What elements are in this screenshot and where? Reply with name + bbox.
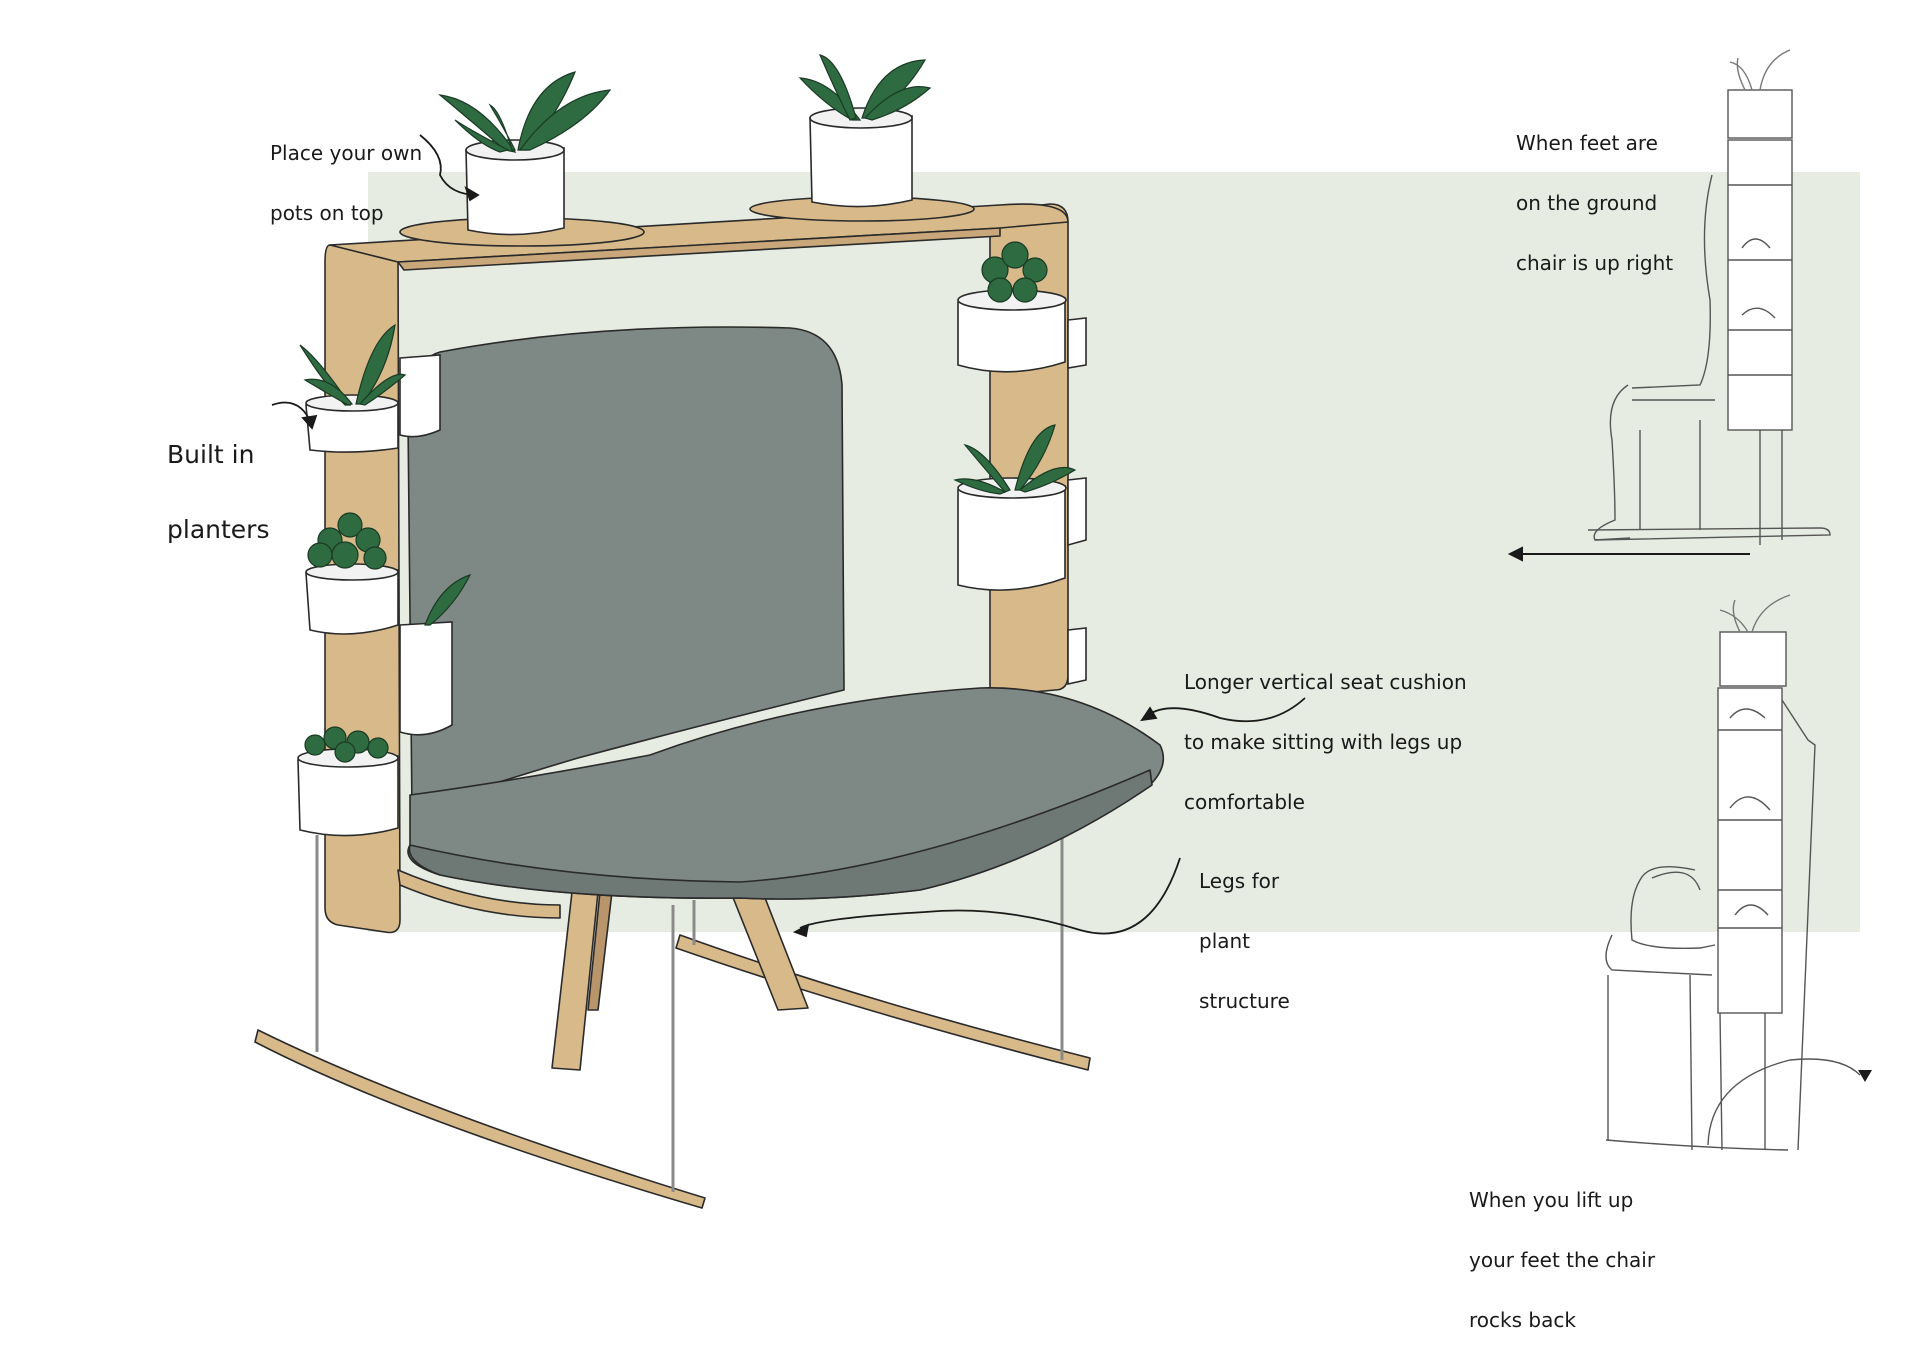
label-legs-line-1: Legs for [1199, 869, 1280, 893]
label-built-in-planters: Built in planters [167, 392, 269, 567]
planter-left-1 [305, 394, 399, 453]
label-seat-cushion: Longer vertical seat cushion to make sit… [1184, 632, 1467, 832]
label-legs: Legs for plant structure [1199, 831, 1290, 1031]
leader-cushion [1147, 697, 1306, 723]
label-pots-line-1: Place your own [270, 141, 423, 165]
label-cushion-line-3: comfortable [1184, 790, 1305, 814]
label-cushion-line-1: Longer vertical seat cushion [1184, 670, 1467, 694]
label-lift-line-2: your feet the chair [1469, 1248, 1656, 1272]
top-pot-right [809, 107, 913, 208]
label-planters-line-1: Built in [167, 440, 255, 469]
label-ground-line-1: When feet are [1516, 131, 1658, 155]
label-legs-line-3: structure [1199, 989, 1290, 1013]
label-lift-feet: When you lift up your feet the chair roc… [1469, 1150, 1655, 1350]
planter-left-2 [305, 563, 399, 635]
rocker-left [254, 1029, 706, 1209]
label-ground-line-3: chair is up right [1516, 251, 1674, 275]
metal-legs [315, 818, 1064, 1192]
arrow-rock-back [1858, 1070, 1872, 1082]
leader-legs [799, 857, 1181, 935]
label-lift-line-1: When you lift up [1469, 1188, 1634, 1212]
label-pots-line-2: pots on top [270, 201, 384, 225]
label-planters-line-2: planters [167, 515, 270, 544]
top-pot-left [465, 139, 565, 236]
planter-right-2 [957, 477, 1067, 591]
label-ground-line-2: on the ground [1516, 191, 1658, 215]
side-view-upright [1587, 49, 1831, 545]
label-legs-line-2: plant [1199, 929, 1251, 953]
label-cushion-line-2: to make sitting with legs up [1184, 730, 1463, 754]
label-feet-on-ground: When feet are on the ground chair is up … [1516, 93, 1673, 293]
planter-left-inner-2 [399, 621, 453, 736]
foliage-main [299, 54, 1077, 763]
planter-right-side [1067, 317, 1087, 685]
side-view-rocked [1605, 594, 1861, 1151]
leader-lines [271, 134, 1306, 938]
leader-pots [419, 134, 479, 196]
arrow-left [1507, 546, 1750, 562]
chair-illustration [254, 49, 1872, 1209]
label-pots-on-top: Place your own pots on top [270, 103, 422, 243]
planter-left-inner-1 [399, 354, 441, 438]
rocker-right [675, 934, 1091, 1071]
label-lift-line-3: rocks back [1469, 1308, 1576, 1332]
planter-right-1 [957, 289, 1067, 373]
concept-sketch: Place your own pots on top Built in plan… [167, 49, 1872, 1330]
